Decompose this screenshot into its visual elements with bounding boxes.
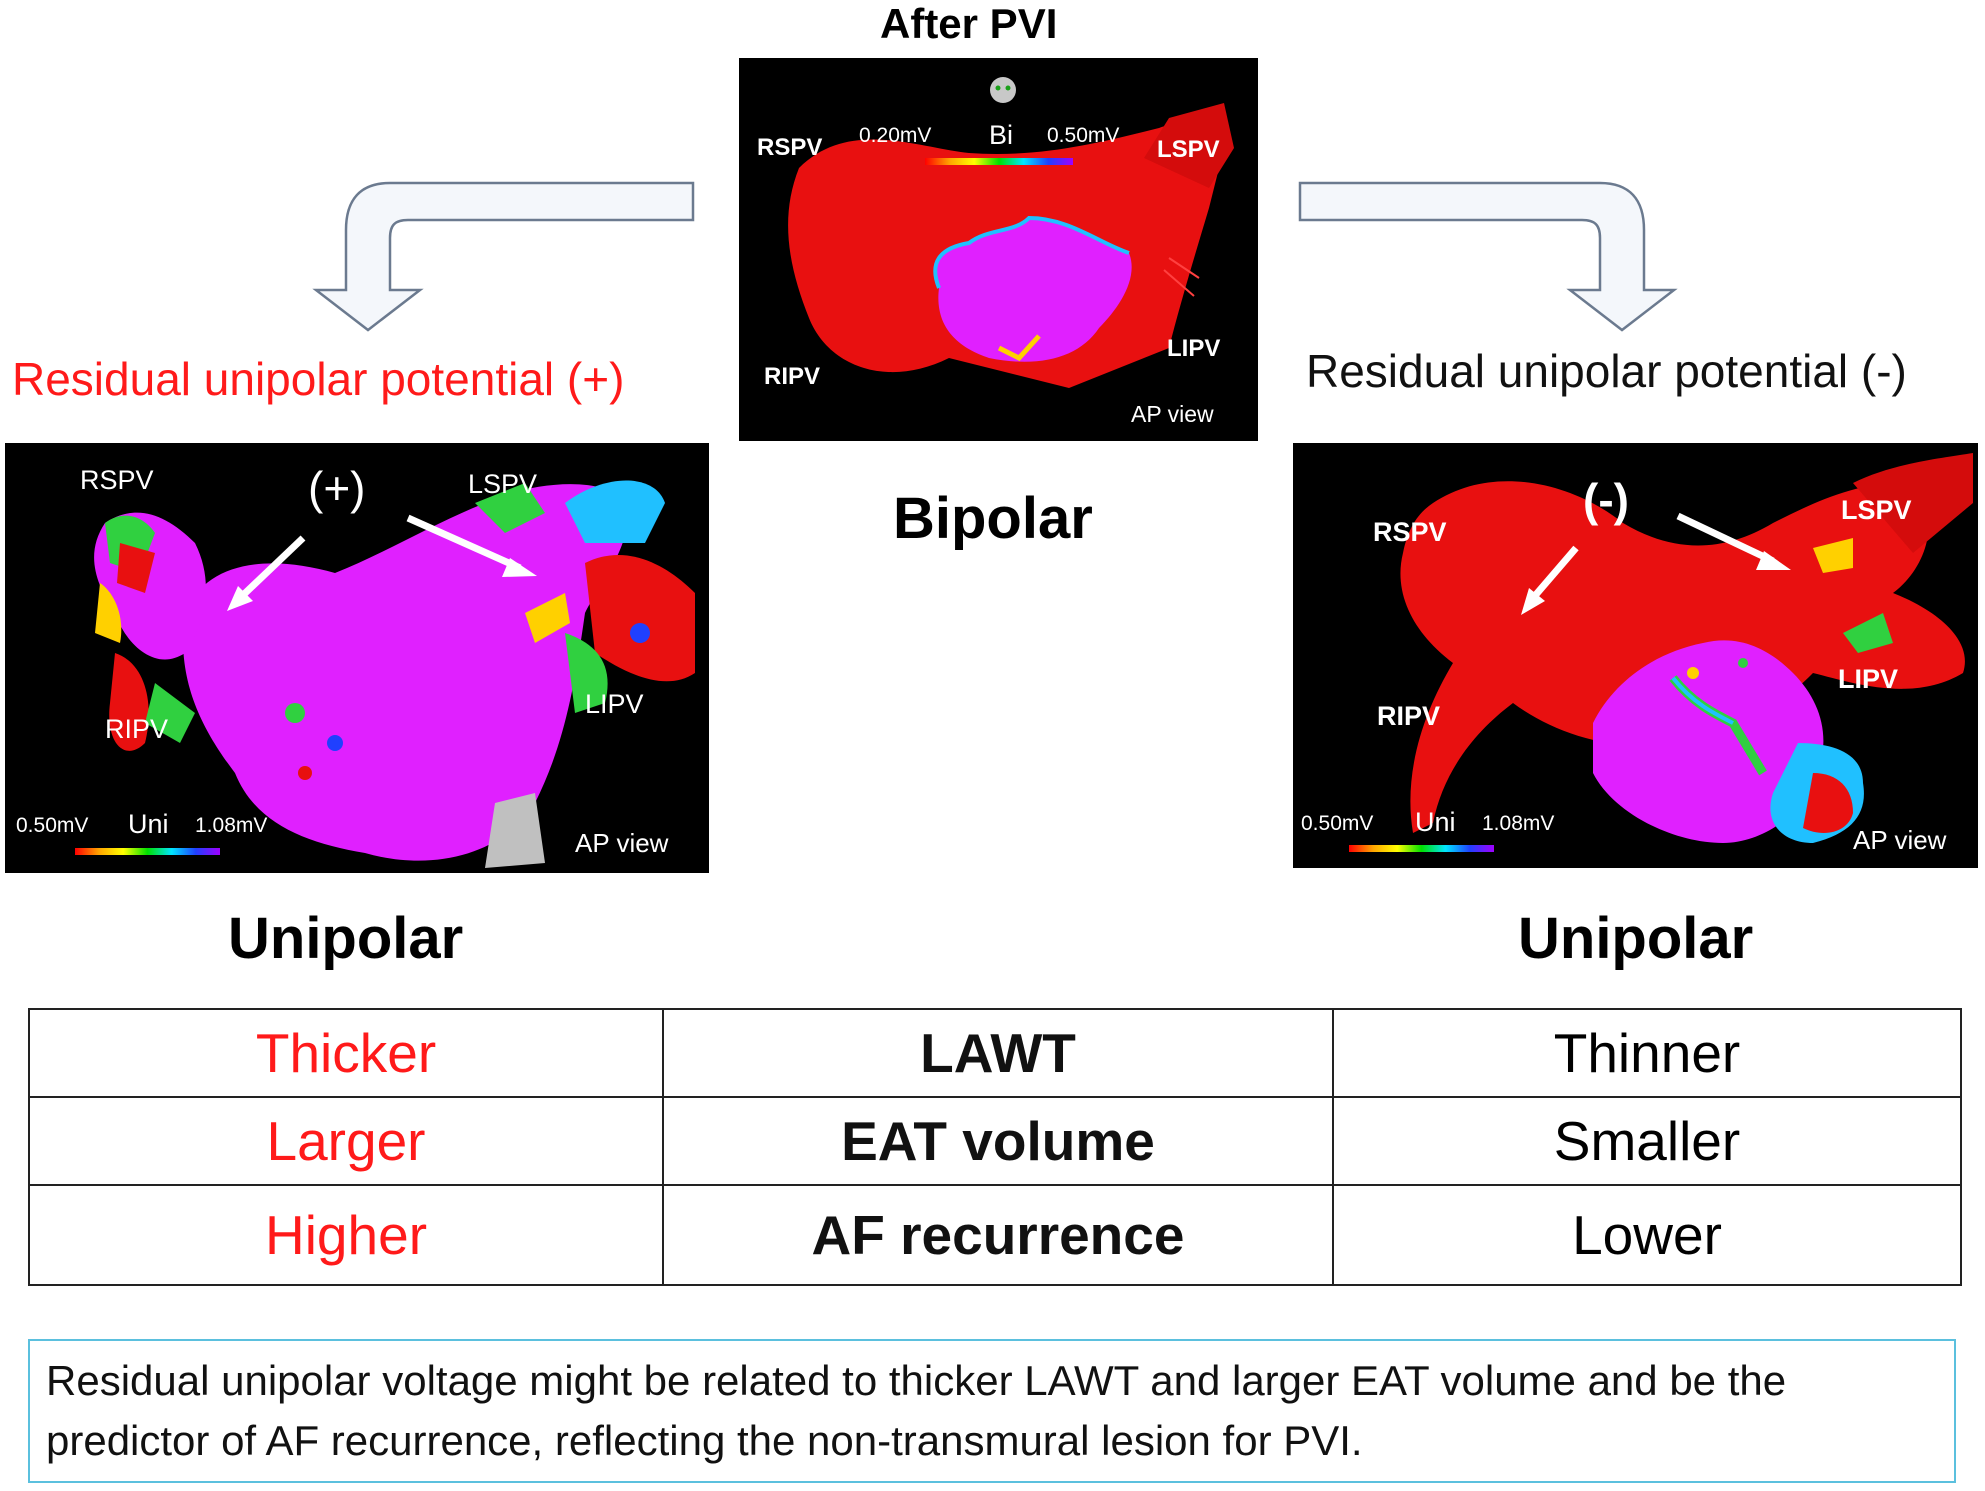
left-label-lspv: LSPV (468, 469, 538, 499)
comparison-table: Thicker LAWT Thinner Larger EAT volume S… (28, 1008, 1962, 1286)
bipolar-map: 0.20mV Bi 0.50mV RSPV LSPV RIPV LIPV AP … (739, 58, 1258, 441)
table-row: Higher AF recurrence Lower (28, 1184, 1962, 1286)
right-caption: Unipolar (1518, 906, 1754, 971)
table-row: Thicker LAWT Thinner (28, 1008, 1962, 1098)
left-unipolar-map-shape (94, 480, 695, 868)
bipolar-label-lipv: LIPV (1167, 335, 1221, 362)
conclusion-box: Residual unipolar voltage might be relat… (28, 1339, 1956, 1483)
table-cell-negative: Lower (1332, 1184, 1962, 1286)
left-scale-max: 1.08mV (195, 814, 268, 837)
right-label-lipv: LIPV (1838, 664, 1899, 694)
right-unipolar-map: (-) RSPV LSPV RIPV LIPV 0.50mV Uni 1.08m… (1293, 443, 1978, 868)
left-color-scale (75, 848, 220, 855)
table-cell-positive: Larger (28, 1096, 664, 1186)
table-cell-parameter: AF recurrence (662, 1184, 1334, 1286)
right-label-ripv: RIPV (1377, 701, 1441, 731)
left-view-label: AP view (575, 828, 669, 858)
bipolar-scale-mode: Bi (989, 120, 1014, 150)
right-color-scale (1349, 845, 1494, 852)
conclusion-text: Residual unipolar voltage might be relat… (46, 1357, 1787, 1464)
left-label-rspv: RSPV (80, 465, 154, 495)
right-scale-min: 0.50mV (1301, 812, 1374, 835)
bipolar-scale-max: 0.50mV (1047, 124, 1120, 147)
left-scale-min: 0.50mV (16, 814, 89, 837)
bipolar-label-lspv: LSPV (1157, 136, 1220, 163)
right-heading: Residual unipolar potential (-) (1306, 345, 1907, 397)
table-cell-negative: Smaller (1332, 1096, 1962, 1186)
table-cell-parameter: LAWT (662, 1008, 1334, 1098)
bipolar-label-rspv: RSPV (757, 134, 823, 161)
left-unipolar-map: (+) RSPV LSPV RIPV LIPV 0.50mV Uni 1.08m… (5, 443, 709, 873)
left-label-ripv: RIPV (105, 714, 169, 744)
top-title: After PVI (880, 0, 1058, 47)
left-scale-mode: Uni (128, 809, 169, 839)
right-label-lspv: LSPV (1841, 495, 1912, 525)
right-view-label: AP view (1853, 825, 1947, 855)
right-arrow (1298, 181, 1678, 332)
left-map-marker: (+) (308, 462, 366, 514)
bipolar-label-ripv: RIPV (764, 363, 821, 390)
bipolar-scale-min: 0.20mV (859, 124, 932, 147)
bipolar-caption: Bipolar (893, 486, 1093, 551)
right-map-marker: (-) (1583, 474, 1629, 526)
right-label-rspv: RSPV (1373, 517, 1447, 547)
bipolar-color-scale (925, 158, 1073, 165)
bipolar-map-shape (788, 77, 1234, 388)
right-unipolar-map-shape (1400, 453, 1973, 843)
left-label-lipv: LIPV (585, 689, 644, 719)
table-row: Larger EAT volume Smaller (28, 1096, 1962, 1186)
table-cell-negative: Thinner (1332, 1008, 1962, 1098)
table-cell-parameter: EAT volume (662, 1096, 1334, 1186)
bipolar-view-label: AP view (1131, 401, 1214, 427)
right-scale-mode: Uni (1415, 807, 1456, 837)
left-heading: Residual unipolar potential (+) (12, 353, 625, 405)
left-arrow (312, 181, 695, 332)
right-scale-max: 1.08mV (1482, 812, 1555, 835)
table-cell-positive: Higher (28, 1184, 664, 1286)
left-caption: Unipolar (228, 906, 464, 971)
table-cell-positive: Thicker (28, 1008, 664, 1098)
